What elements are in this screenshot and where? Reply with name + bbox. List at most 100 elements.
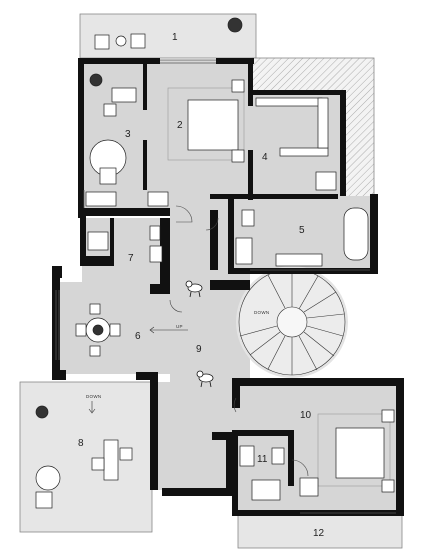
room-label: 9: [196, 344, 202, 355]
wall: [136, 372, 158, 380]
doors: [169, 205, 309, 477]
plant: [35, 405, 49, 419]
chair: [75, 323, 87, 337]
wall: [340, 90, 346, 196]
toilet: [149, 225, 161, 241]
wall: [288, 430, 294, 486]
wall: [232, 430, 292, 436]
wall: [160, 218, 170, 288]
arrow-head-icon: [149, 326, 155, 334]
wall: [232, 378, 240, 408]
nightstand: [231, 149, 245, 163]
spiral-down-label: DOWN: [254, 310, 269, 315]
wall: [248, 90, 346, 95]
room-label: 3: [125, 129, 131, 140]
wall: [78, 58, 160, 64]
room-labels: 1 2 3 4 5 6 7 8 9 10 11 12: [78, 32, 325, 539]
room-label: 4: [262, 152, 268, 163]
bed: [335, 427, 385, 479]
shelf: [87, 231, 109, 251]
toilet: [241, 209, 255, 227]
wall: [370, 194, 378, 274]
armchair: [99, 167, 117, 185]
terrace-12: [237, 513, 403, 549]
wash-basin: [239, 445, 255, 467]
plant: [92, 324, 104, 336]
room-label: 6: [135, 331, 141, 342]
dog-icon: [185, 280, 203, 298]
living-up-label: UP: [176, 324, 183, 329]
wardrobe: [279, 147, 329, 157]
cabinet: [85, 191, 117, 207]
wall: [80, 256, 114, 266]
chair: [130, 33, 146, 49]
ottoman: [315, 171, 337, 191]
wash-basin: [149, 245, 163, 263]
chair: [91, 457, 105, 471]
wall: [226, 432, 234, 492]
chair: [103, 103, 117, 117]
room-label: 2: [177, 120, 183, 131]
wall: [232, 378, 402, 386]
bed: [187, 99, 239, 151]
room-label: 8: [78, 438, 84, 449]
room-label: 11: [257, 454, 268, 465]
wall: [210, 194, 338, 199]
wall: [162, 488, 232, 496]
plant: [227, 17, 243, 33]
wall: [248, 150, 253, 200]
wardrobe: [317, 97, 329, 149]
wall: [52, 266, 62, 278]
cabinet: [147, 191, 169, 207]
shower: [235, 237, 253, 265]
wall: [143, 140, 147, 190]
wall: [216, 58, 254, 64]
wall: [210, 280, 250, 290]
plant: [89, 73, 103, 87]
nightstand: [381, 409, 395, 423]
nightstand: [231, 79, 245, 93]
armchair: [35, 491, 53, 509]
wall: [78, 208, 170, 216]
dog-icon: [196, 370, 214, 388]
desk: [111, 87, 137, 103]
wall: [78, 58, 84, 218]
stair-annotations: DOWN DOWN UP: [86, 310, 269, 414]
nightstand: [381, 479, 395, 493]
terrace-down-label: DOWN: [86, 394, 101, 399]
windows: [55, 59, 396, 514]
bed-rug: [167, 87, 245, 161]
round-table: [35, 465, 61, 491]
bathtub: [343, 207, 369, 261]
wall: [150, 284, 170, 294]
wall: [396, 378, 404, 516]
armchair: [299, 477, 319, 497]
table: [103, 439, 119, 481]
wall: [52, 370, 66, 380]
furniture: [35, 17, 395, 509]
spiral-staircase: [238, 268, 346, 376]
toilet: [271, 447, 285, 465]
wall: [143, 64, 147, 110]
wall: [110, 218, 114, 258]
vanity: [275, 253, 323, 267]
wall: [80, 216, 86, 256]
wall: [212, 432, 236, 440]
wardrobe: [255, 97, 323, 107]
wall: [228, 268, 378, 274]
chair: [94, 34, 110, 50]
room-label: 1: [172, 32, 178, 43]
chair: [119, 447, 133, 461]
shower: [251, 479, 281, 501]
arrow-head-icon: [88, 408, 96, 414]
wall: [210, 210, 218, 270]
wall: [232, 436, 238, 514]
room-label: 5: [299, 225, 305, 236]
chair: [89, 345, 101, 357]
bed-rug: [317, 413, 391, 487]
side-table: [115, 35, 127, 47]
wall: [228, 194, 234, 272]
room-label: 7: [128, 253, 134, 264]
chair: [109, 323, 121, 337]
